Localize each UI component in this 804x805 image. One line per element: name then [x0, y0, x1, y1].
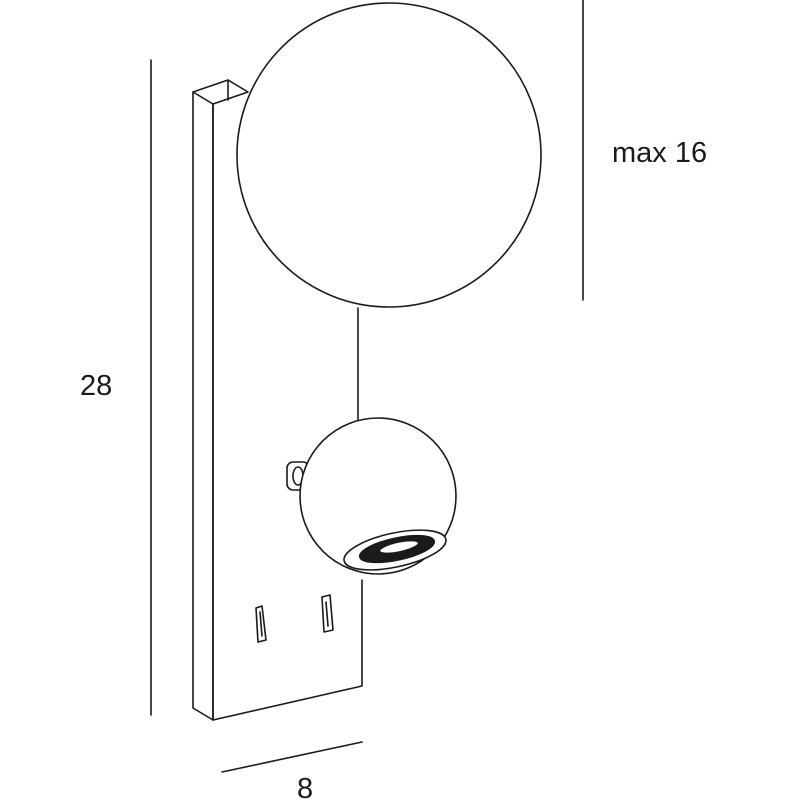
- reading-spotlight: [299, 417, 457, 575]
- depth-dimension-line: [221, 741, 363, 773]
- wall-plate: [192, 79, 363, 721]
- upper-globe-shade: [236, 2, 542, 308]
- depth-dimension-label: 8: [297, 773, 314, 805]
- right-switch: [321, 594, 334, 633]
- left-switch: [255, 605, 267, 643]
- height-dimension-label: 28: [80, 370, 113, 402]
- max-height-dimension-label: max 16: [612, 137, 708, 169]
